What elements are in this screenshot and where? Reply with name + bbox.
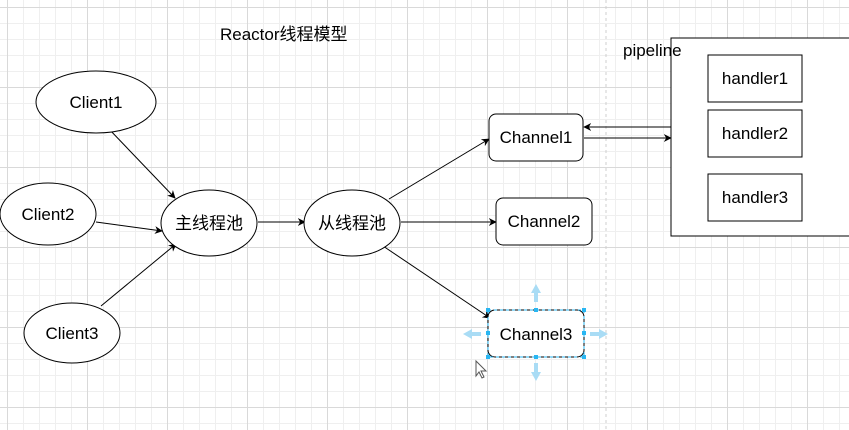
channel-node-3[interactable]: Channel3 — [487, 309, 585, 358]
selection-handles[interactable] — [486, 308, 586, 359]
diagram-title: Reactor线程模型 — [220, 25, 348, 44]
sub-thread-pool-node[interactable]: 从线程池 — [303, 189, 401, 257]
edge-client1-main[interactable] — [107, 127, 176, 199]
main-thread-pool-node[interactable]: 主线程池 — [160, 189, 258, 257]
handler-node-1[interactable]: handler1 — [707, 54, 803, 103]
channel-label-2: Channel2 — [508, 212, 581, 231]
client-label-1: Client1 — [70, 93, 123, 112]
handler-node-2[interactable]: handler2 — [707, 109, 803, 158]
channel-node-1[interactable]: Channel1 — [488, 113, 584, 162]
main-thread-pool-label: 主线程池 — [175, 214, 243, 233]
mouse-cursor-icon — [475, 359, 488, 379]
edge-sub-channel1[interactable] — [388, 138, 490, 200]
selection-hint-arrows — [463, 284, 608, 381]
edge-client3-main[interactable] — [100, 243, 177, 307]
handler-label-1: handler1 — [722, 69, 788, 88]
client-node-2[interactable]: Client2 — [0, 182, 97, 246]
edge-client2-main[interactable] — [95, 221, 163, 234]
sub-thread-pool-label: 从线程池 — [318, 214, 386, 233]
channel-label-3: Channel3 — [500, 325, 573, 344]
client-node-1[interactable]: Client1 — [35, 70, 157, 134]
client-label-3: Client3 — [46, 324, 99, 343]
handler-label-2: handler2 — [722, 124, 788, 143]
handler-label-3: handler3 — [722, 188, 788, 207]
channel-node-2[interactable]: Channel2 — [495, 197, 593, 246]
pipeline-label: pipeline — [623, 41, 682, 60]
channel-label-1: Channel1 — [500, 128, 573, 147]
client-label-2: Client2 — [22, 205, 75, 224]
edge-sub-channel3[interactable] — [382, 245, 491, 319]
handler-node-3[interactable]: handler3 — [707, 173, 803, 222]
client-node-3[interactable]: Client3 — [23, 302, 121, 364]
